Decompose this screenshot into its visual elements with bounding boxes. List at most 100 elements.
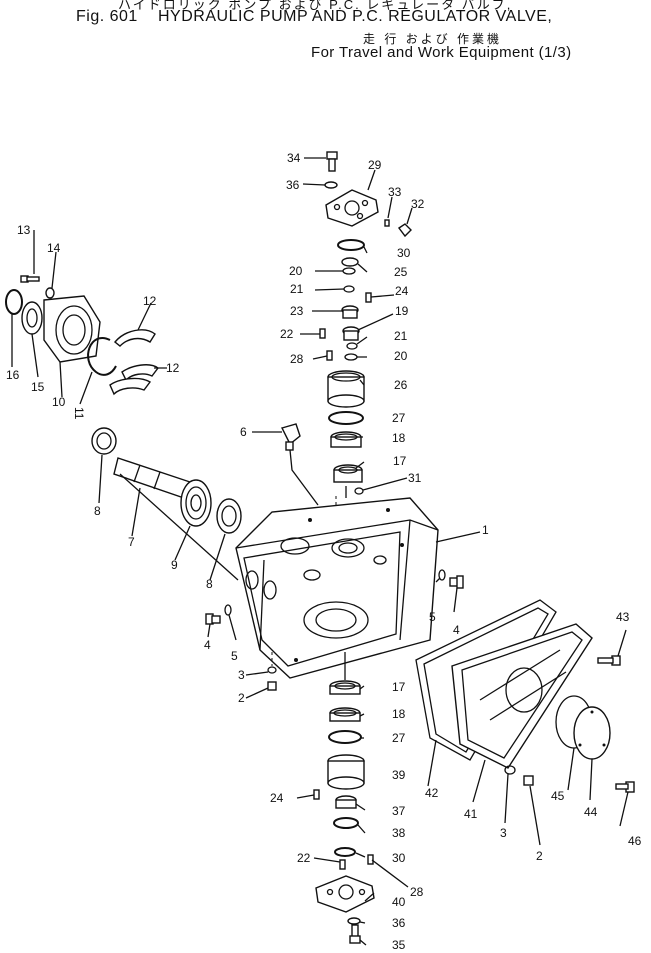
part-oring-21-top <box>343 285 355 293</box>
label-9: 9 <box>171 558 178 572</box>
part-spool-23 <box>341 305 359 319</box>
label-36-top: 36 <box>286 178 300 192</box>
part-plug-2-left <box>267 681 277 691</box>
part-plug-4-right <box>449 575 464 589</box>
label-22-bottom: 22 <box>297 851 311 865</box>
label-33: 33 <box>388 185 402 199</box>
part-plates-12 <box>109 329 159 396</box>
label-12-lower: 12 <box>166 361 180 375</box>
label-19: 19 <box>395 304 409 318</box>
label-5-left: 5 <box>231 649 238 663</box>
part-washer-36-bottom <box>347 917 361 925</box>
part-gear-9 <box>180 479 212 527</box>
part-oring-3-right <box>504 765 516 775</box>
part-labels: 34 29 36 33 32 30 25 20 24 21 23 19 22 2… <box>6 151 642 952</box>
leader-6 <box>289 449 319 506</box>
part-bearing-8-right <box>216 498 242 534</box>
label-26: 26 <box>394 378 408 392</box>
part-sleeve-26 <box>327 370 365 408</box>
figure-header: ハイドロリック ポンプ および P.C. レギュレータ バルブ, Fig. 60… <box>0 0 651 66</box>
label-40: 40 <box>392 895 406 909</box>
part-washer-14 <box>45 287 55 299</box>
label-12-upper: 12 <box>143 294 157 308</box>
label-14: 14 <box>47 241 61 255</box>
label-30-bottom: 30 <box>392 851 406 865</box>
part-oring-30-bottom <box>334 847 356 857</box>
label-39: 39 <box>392 768 406 782</box>
part-pin-24-top <box>365 292 372 303</box>
part-bolt-34 <box>326 151 338 172</box>
part-plug-32 <box>397 223 412 238</box>
label-7: 7 <box>128 535 135 549</box>
part-bearing-8-left <box>91 427 117 455</box>
part-pin-22-bottom <box>339 859 346 870</box>
part-bearing-17-top <box>333 464 363 483</box>
label-24-top: 24 <box>395 284 409 298</box>
part-cover-44 <box>573 706 611 760</box>
label-1: 1 <box>482 523 489 537</box>
label-28-bottom: 28 <box>410 885 424 899</box>
part-pin-33 <box>384 219 390 227</box>
part-snapring-16 <box>5 289 23 315</box>
label-16: 16 <box>6 368 20 382</box>
label-21-top: 21 <box>290 282 304 296</box>
label-34: 34 <box>287 151 301 165</box>
label-43: 43 <box>616 610 630 624</box>
label-6: 6 <box>240 425 247 439</box>
label-8-left: 8 <box>94 504 101 518</box>
part-piston-37 <box>335 795 357 809</box>
part-oring-20-mid <box>344 353 358 361</box>
label-29: 29 <box>368 158 382 172</box>
part-pin-24-bottom <box>313 789 320 800</box>
label-2-left: 2 <box>238 691 245 705</box>
part-elbow-6 <box>280 423 301 451</box>
japanese-subtitle: 走 行 および 作業機 <box>363 32 503 46</box>
label-25: 25 <box>394 265 408 279</box>
label-4-right: 4 <box>453 623 460 637</box>
part-cover-29 <box>325 189 379 227</box>
label-10: 10 <box>52 395 66 409</box>
part-oring-5-right <box>438 569 446 581</box>
part-washer-36-top <box>324 181 338 189</box>
part-pin-28-bottom <box>367 854 374 865</box>
part-oring-20-top <box>342 267 356 275</box>
part-cover-41 <box>451 623 593 769</box>
part-ring-18-top <box>330 431 362 448</box>
part-sleeve-39 <box>327 754 365 790</box>
part-seal-15 <box>21 301 43 335</box>
label-8-right: 8 <box>206 577 213 591</box>
part-ring-18-bottom <box>329 707 361 722</box>
label-32: 32 <box>411 197 425 211</box>
part-pin-28-top <box>326 350 333 361</box>
label-44: 44 <box>584 805 598 819</box>
leader-lines <box>11 157 629 946</box>
part-snapring-11 <box>87 337 117 376</box>
label-36-bottom: 36 <box>392 916 406 930</box>
figure-subtitle: For Travel and Work Equipment (1/3) <box>311 44 572 61</box>
label-15: 15 <box>31 380 45 394</box>
label-42: 42 <box>425 786 439 800</box>
label-18-top: 18 <box>392 431 406 445</box>
label-17-top: 17 <box>393 454 407 468</box>
label-21-mid: 21 <box>394 329 408 343</box>
japanese-title-partial: ハイドロリック ポンプ および P.C. レギュレータ バルブ, <box>118 0 513 12</box>
part-bolt-13 <box>20 275 40 283</box>
part-oring-31 <box>354 487 364 495</box>
label-37: 37 <box>392 804 406 818</box>
label-11: 11 <box>72 407 86 420</box>
part-oring-5-left <box>224 604 232 616</box>
figure-title: HYDRAULIC PUMP AND P.C. REGULATOR VALVE, <box>158 8 553 25</box>
part-bolt-35 <box>349 924 361 944</box>
part-plug-2-right <box>523 775 534 786</box>
label-2-right: 2 <box>536 849 543 863</box>
label-35: 35 <box>392 938 406 952</box>
label-24-bottom: 24 <box>270 791 284 805</box>
part-oring-3-left <box>267 666 277 674</box>
part-oring-38 <box>333 817 359 829</box>
part-pump-case-1 <box>235 497 439 679</box>
label-27-top: 27 <box>392 411 406 425</box>
part-bolt-43 <box>597 655 621 666</box>
label-3-right: 3 <box>500 826 507 840</box>
label-41: 41 <box>464 807 478 821</box>
